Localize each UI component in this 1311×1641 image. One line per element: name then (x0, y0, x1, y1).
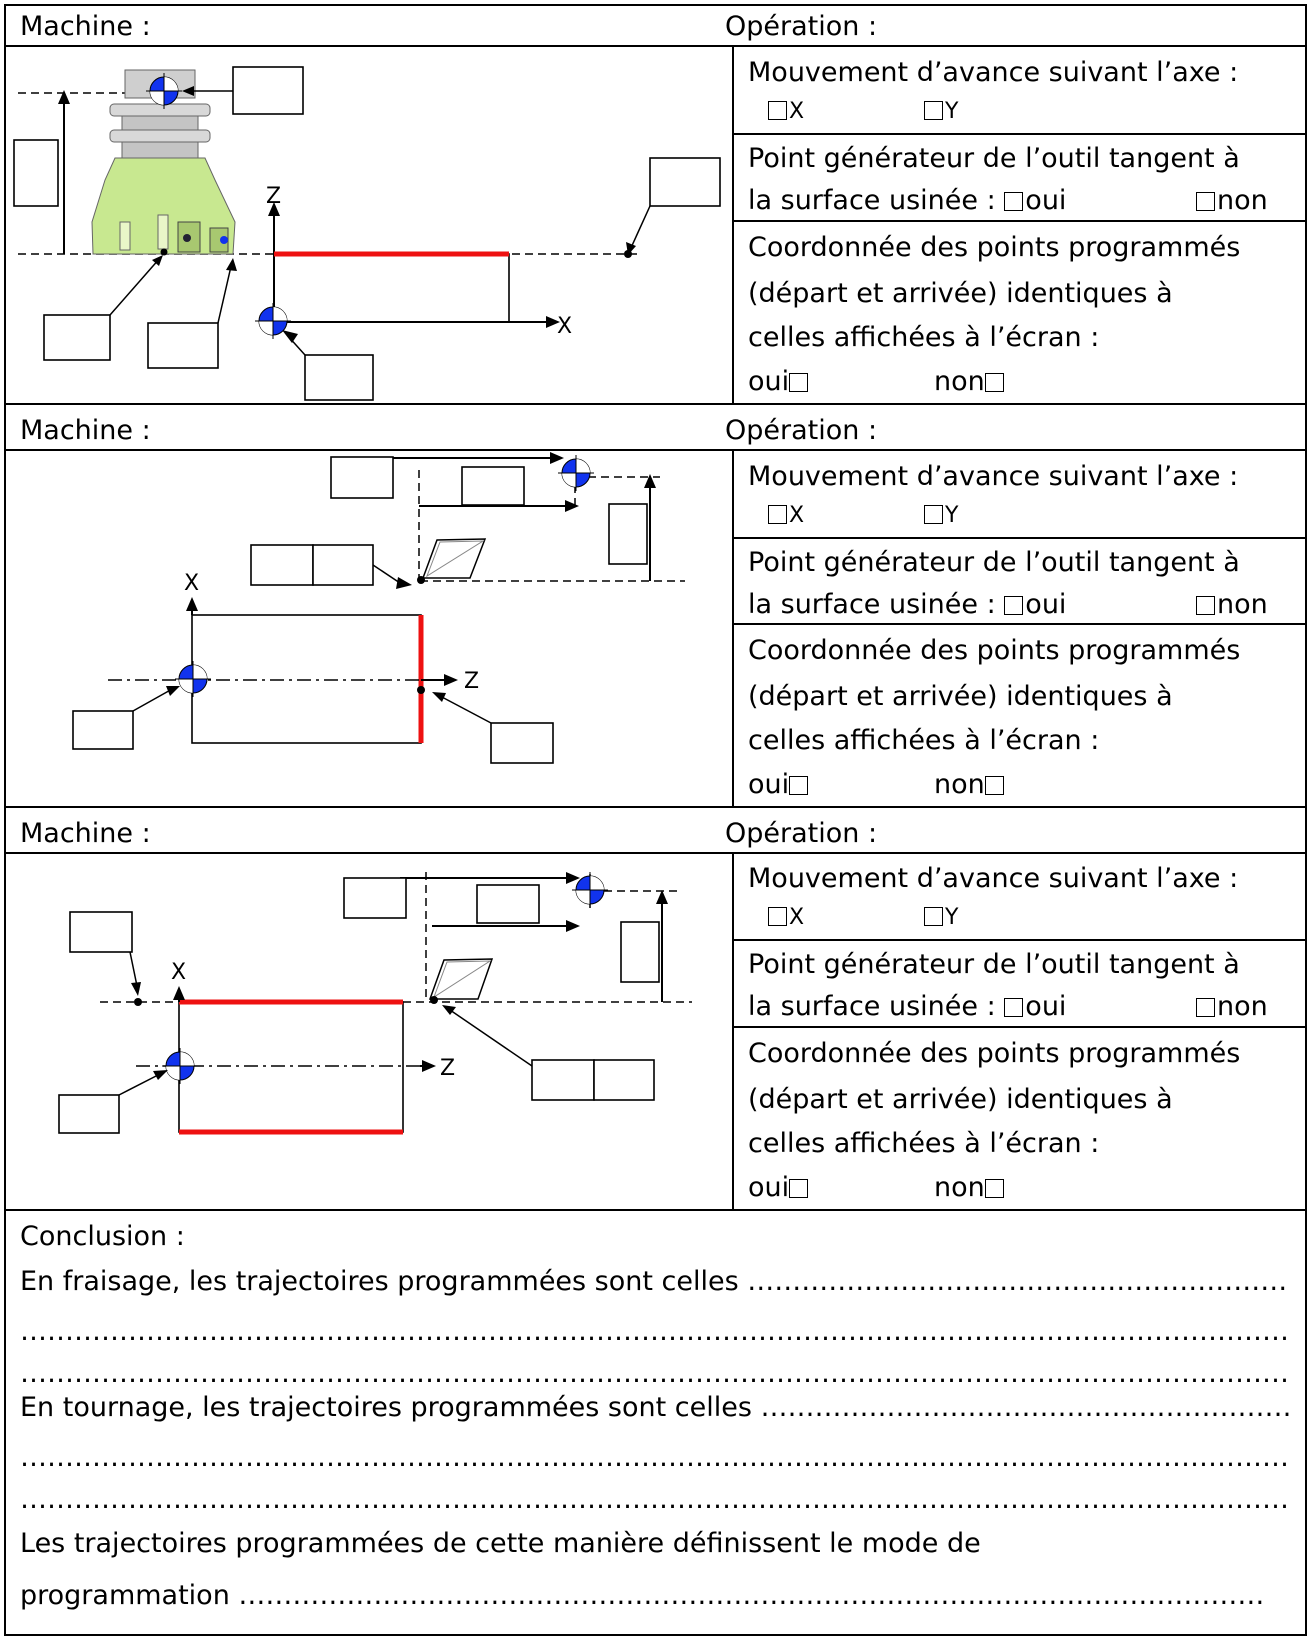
tangent-question-line2-1: la surface usinée : oui (748, 185, 1067, 216)
answer-line[interactable]: …………………………………………………………………………………………………………… (20, 1442, 1290, 1473)
operation-label-3: Opération : (725, 818, 878, 849)
diagram-1-milling (13, 66, 721, 401)
feed-option-x-2[interactable]: X (768, 499, 804, 533)
answer-line[interactable]: …………………………………………………………………………………………………………… (20, 1358, 1290, 1389)
axis-label-vertical-3: X (171, 960, 187, 985)
diagram-3-turning-cylinder (58, 872, 692, 1135)
coords-question-line2-3: (départ et arrivée) identiques à (748, 1084, 1173, 1115)
axis-label-vertical-2: X (184, 571, 200, 596)
conclusion-mode-line2[interactable]: programmation ……………………………………………………………………… (20, 1580, 1265, 1611)
answer-line[interactable]: …………………………………………………………………………………………………………… (20, 1316, 1290, 1347)
tangent-no-1[interactable]: non (1196, 181, 1268, 221)
checkbox-coords-yes-3[interactable] (789, 1179, 809, 1198)
machine-label-2: Machine : (20, 415, 151, 446)
tangent-question-line2-3: la surface usinée : oui (748, 991, 1067, 1022)
tangent-no-3[interactable]: non (1196, 987, 1268, 1027)
checkbox-coords-yes-2[interactable] (789, 776, 809, 795)
machine-label-3: Machine : (20, 818, 151, 849)
tangent-question-line1-2: Point générateur de l’outil tangent à (748, 547, 1240, 578)
conclusion-mode-line1: Les trajectoires programmées de cette ma… (20, 1528, 981, 1559)
coords-question-line1-3: Coordonnée des points programmés (748, 1038, 1241, 1069)
checkbox-coords-yes-1[interactable] (789, 373, 809, 392)
feed-option-x-3[interactable]: X (768, 901, 804, 935)
feed-option-x-1[interactable]: X (768, 95, 804, 129)
coords-yes-1[interactable]: oui (748, 362, 810, 402)
operation-label-1: Opération : (725, 11, 878, 42)
operation-label-2: Opération : (725, 415, 878, 446)
checkbox-coords-no-3[interactable] (984, 1179, 1004, 1198)
answer-line[interactable]: …………………………………………………………………………………………………………… (20, 1484, 1290, 1515)
axis-label-horizontal-1: X (557, 314, 573, 339)
tangent-question-line2-2: la surface usinée : oui (748, 589, 1067, 620)
checkbox-y-2[interactable] (924, 505, 943, 524)
checkbox-tangent-no-3[interactable] (1196, 998, 1215, 1017)
coords-question-line3-2: celles affichées à l’écran : (748, 725, 1100, 756)
tangent-no-2[interactable]: non (1196, 585, 1268, 625)
feed-question-3: Mouvement d’avance suivant l’axe : (748, 863, 1239, 894)
coords-yes-3[interactable]: oui (748, 1168, 810, 1208)
checkbox-tangent-no-2[interactable] (1196, 596, 1215, 615)
checkbox-x-3[interactable] (768, 907, 787, 926)
feed-question-1: Mouvement d’avance suivant l’axe : (748, 57, 1239, 88)
coords-question-line3-1: celles affichées à l’écran : (748, 322, 1100, 353)
axis-label-vertical-1: Z (266, 184, 282, 209)
feed-question-2: Mouvement d’avance suivant l’axe : (748, 461, 1239, 492)
checkbox-x-2[interactable] (768, 505, 787, 524)
coords-question-line1-2: Coordonnée des points programmés (748, 635, 1241, 666)
checkbox-y-1[interactable] (924, 101, 943, 120)
coords-question-line1-1: Coordonnée des points programmés (748, 232, 1241, 263)
feed-option-y-1[interactable]: Y (924, 95, 958, 129)
checkbox-coords-no-1[interactable] (984, 373, 1004, 392)
checkbox-tangent-yes-2[interactable] (1004, 596, 1024, 615)
axis-label-horizontal-3: Z (440, 1056, 456, 1081)
coords-question-line2-1: (départ et arrivée) identiques à (748, 278, 1173, 309)
coords-no-2[interactable]: non (934, 765, 1006, 805)
tangent-question-line1-1: Point générateur de l’outil tangent à (748, 143, 1240, 174)
coords-question-line3-3: celles affichées à l’écran : (748, 1128, 1100, 1159)
checkbox-x-1[interactable] (768, 101, 787, 120)
checkbox-tangent-yes-3[interactable] (1004, 998, 1024, 1017)
checkbox-coords-no-2[interactable] (984, 776, 1004, 795)
checkbox-tangent-yes-1[interactable] (1004, 192, 1024, 211)
tangent-question-line1-3: Point générateur de l’outil tangent à (748, 949, 1240, 980)
machine-label-1: Machine : (20, 11, 151, 42)
feed-option-y-2[interactable]: Y (924, 499, 958, 533)
checkbox-y-3[interactable] (924, 907, 943, 926)
conclusion-turning-line[interactable]: En tournage, les trajectoires programmée… (20, 1392, 1290, 1423)
coords-yes-2[interactable]: oui (748, 765, 810, 805)
feed-option-y-3[interactable]: Y (924, 901, 958, 935)
checkbox-tangent-no-1[interactable] (1196, 192, 1215, 211)
conclusion-title: Conclusion : (20, 1221, 185, 1252)
diagram-2-turning-facing (72, 452, 685, 764)
axis-label-horizontal-2: Z (464, 669, 480, 694)
conclusion-milling-line[interactable]: En fraisage, les trajectoires programmée… (20, 1266, 1290, 1297)
coords-no-1[interactable]: non (934, 362, 1006, 402)
coords-question-line2-2: (départ et arrivée) identiques à (748, 681, 1173, 712)
coords-no-3[interactable]: non (934, 1168, 1006, 1208)
